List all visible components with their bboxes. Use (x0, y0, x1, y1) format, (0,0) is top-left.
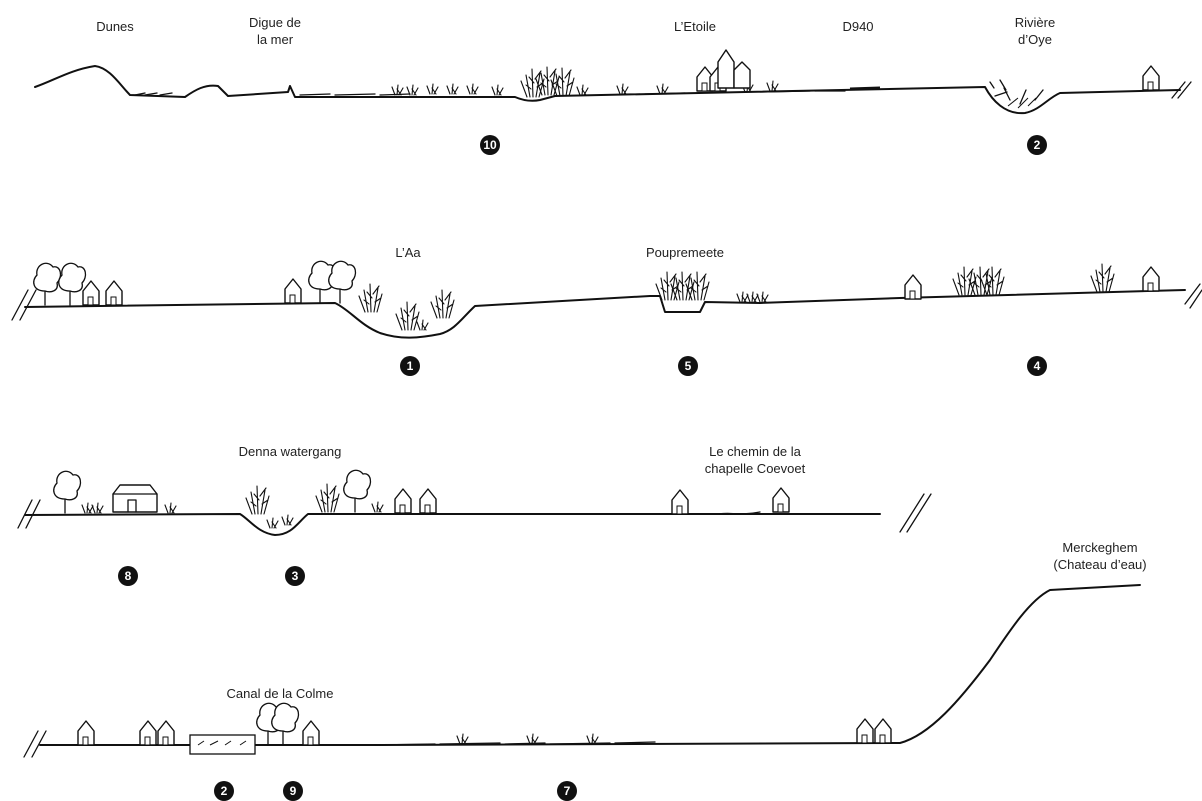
marker-4: 4 (1027, 356, 1047, 376)
marker-2-riviere: 2 (1027, 135, 1047, 155)
profile-1 (34, 49, 1192, 115)
profile-3-ground (24, 513, 881, 536)
label-l-aa: L’Aa (395, 245, 421, 260)
label-dunes: Dunes (96, 19, 134, 34)
label-merckeghem: Merckeghem (Chateau d’eau) (1053, 540, 1147, 572)
label-chemin-chapelle-coevoet: Le chemin de la chapelle Coevoet (704, 444, 806, 476)
label-l-etoile: L’Etoile (674, 19, 716, 34)
label-denna-watergang: Denna watergang (238, 444, 342, 459)
profile-3 (17, 469, 932, 536)
label-poupremeete: Poupremeete (645, 245, 725, 260)
marker-3: 3 (285, 566, 305, 586)
profile-2 (11, 260, 1202, 339)
label-canal-de-la-colme: Canal de la Colme (226, 686, 334, 701)
label-digue-de-la-mer: Digue de la mer (248, 15, 302, 47)
profile-1-ground (34, 65, 1181, 115)
profile-2-ground (24, 289, 1186, 339)
marker-9: 9 (283, 781, 303, 801)
marker-10: 10 (480, 135, 500, 155)
marker-2-canal: 2 (214, 781, 234, 801)
label-d940: D940 (842, 19, 874, 34)
label-riviere-d-oye: Rivière d’Oye (1014, 15, 1056, 47)
profile-4 (23, 584, 1141, 758)
marker-7: 7 (557, 781, 577, 801)
marker-5: 5 (678, 356, 698, 376)
marker-8: 8 (118, 566, 138, 586)
marker-1: 1 (400, 356, 420, 376)
profile-4-ground (39, 584, 1141, 746)
